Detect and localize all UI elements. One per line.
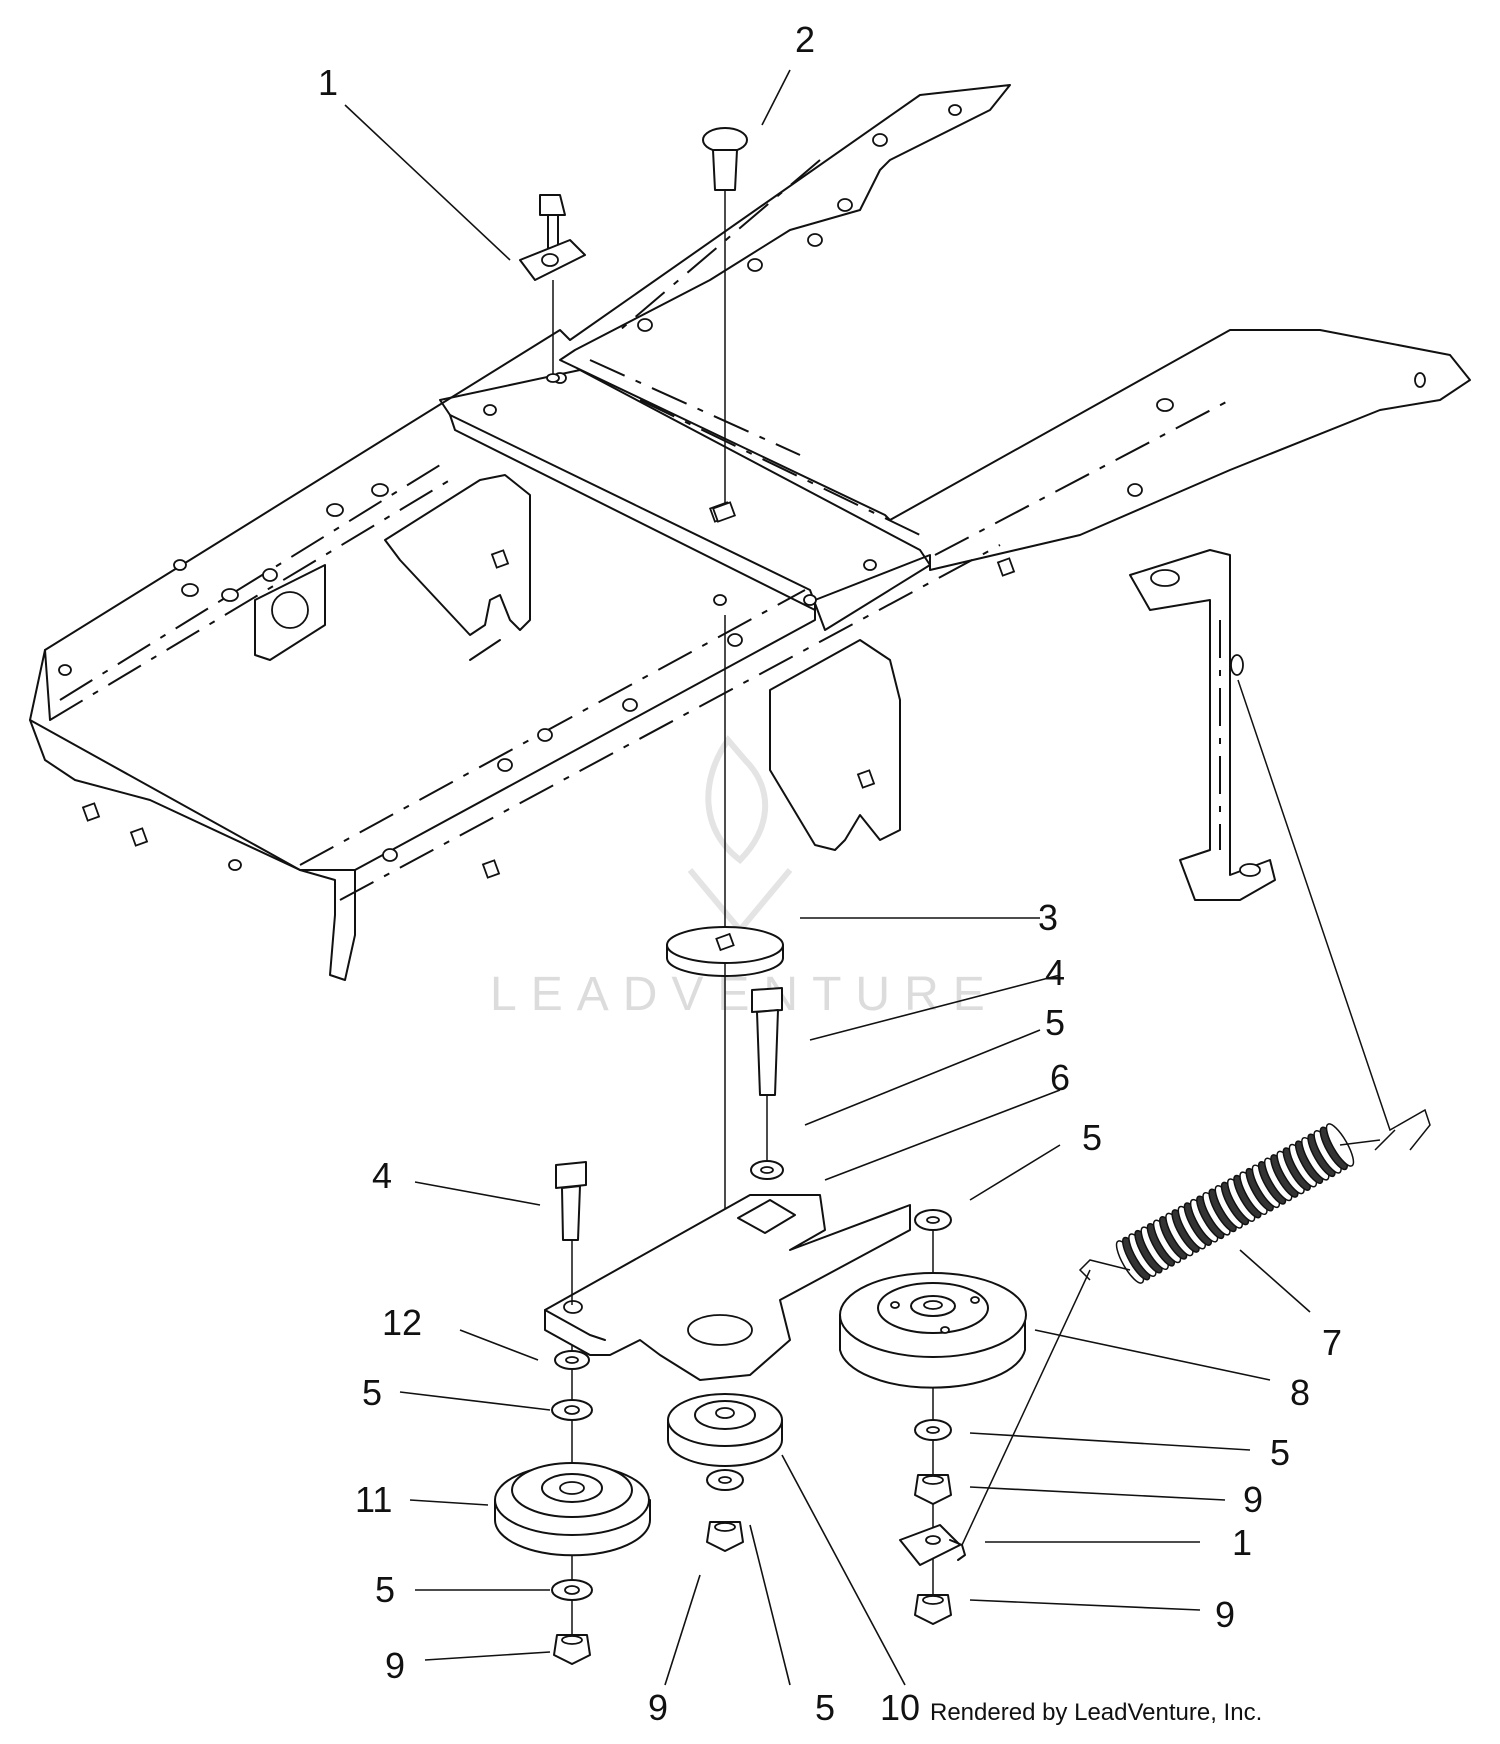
part-5-lock-washer-b bbox=[551, 1399, 593, 1421]
part-9-hex-nut-c bbox=[914, 1474, 952, 1505]
callout-12: 12 bbox=[382, 1302, 422, 1343]
callout-5-center: 5 bbox=[815, 1687, 835, 1728]
part-7-extension-spring bbox=[1078, 1123, 1381, 1284]
callout-9-left: 9 bbox=[385, 1645, 405, 1686]
callout-9-center: 9 bbox=[648, 1687, 668, 1728]
part-1-spring-clip-bottom bbox=[899, 1269, 1091, 1566]
part-4-hex-bolt-upper bbox=[751, 987, 783, 1165]
part-5-lock-washer-f bbox=[914, 1419, 952, 1441]
callout-11: 11 bbox=[355, 1479, 392, 1520]
leadventure-watermark-logo bbox=[687, 735, 793, 935]
part-9-hex-nut-a bbox=[553, 1634, 591, 1665]
callout-5-right-b: 5 bbox=[1270, 1432, 1290, 1473]
part-9-hex-nut-b bbox=[706, 1521, 744, 1552]
callout-2: 2 bbox=[795, 19, 815, 60]
callout-9-right-a: 9 bbox=[1243, 1479, 1263, 1520]
callout-5-left-b: 5 bbox=[375, 1569, 395, 1610]
render-credit: Rendered by LeadVenture, Inc. bbox=[930, 1699, 1262, 1726]
mower-frame bbox=[29, 84, 1471, 981]
callout-5-left-a: 5 bbox=[362, 1372, 382, 1413]
callout-10: 10 bbox=[880, 1687, 920, 1728]
callout-1-bottom: 1 bbox=[1232, 1522, 1252, 1563]
part-1-spring-clip-top bbox=[519, 194, 586, 383]
callout-4-upper: 4 bbox=[1045, 952, 1065, 993]
callout-4-lower: 4 bbox=[372, 1155, 392, 1196]
part-5-lock-washer-d bbox=[706, 1469, 744, 1491]
part-10-flat-idler bbox=[667, 1393, 783, 1467]
part-5-lock-washer-a bbox=[750, 1160, 784, 1180]
part-8-v-idler-pulley bbox=[839, 1272, 1027, 1389]
part-12-spacer bbox=[554, 1350, 590, 1370]
callout-leaders bbox=[344, 69, 1311, 1686]
callout-8: 8 bbox=[1290, 1372, 1310, 1413]
part-3-flat-washer bbox=[666, 926, 784, 977]
spring-anchor-bracket bbox=[1129, 549, 1276, 901]
callout-3: 3 bbox=[1038, 897, 1058, 938]
part-11-idler-pulley bbox=[494, 1462, 651, 1557]
part-6-idler-arm bbox=[544, 1194, 911, 1381]
callout-5-right-top: 5 bbox=[1082, 1117, 1102, 1158]
callout-9-right-b: 9 bbox=[1215, 1594, 1235, 1635]
part-5-lock-washer-e bbox=[914, 1209, 952, 1231]
callout-numbers: 1 2 3 4 5 6 5 4 7 12 8 5 5 11 9 1 5 9 9 … bbox=[318, 19, 1342, 1728]
callout-7: 7 bbox=[1322, 1322, 1342, 1363]
callout-1-top: 1 bbox=[318, 62, 338, 103]
part-5-lock-washer-c bbox=[551, 1579, 593, 1601]
callout-5-upper: 5 bbox=[1045, 1002, 1065, 1043]
callout-6: 6 bbox=[1050, 1057, 1070, 1098]
part-9-hex-nut-d bbox=[914, 1594, 952, 1625]
watermark-text: LEADVENTURE bbox=[490, 968, 999, 1021]
part-2-carriage-bolt bbox=[702, 127, 748, 1330]
